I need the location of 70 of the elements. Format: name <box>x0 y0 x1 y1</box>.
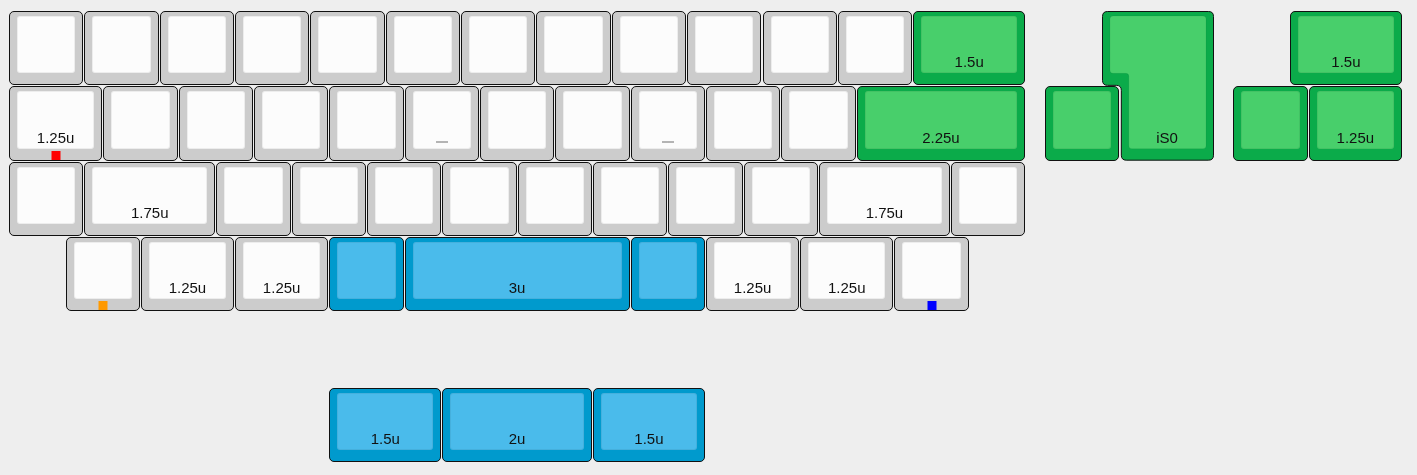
keycap-label: 2.25u <box>922 128 960 146</box>
keycap <box>687 11 762 86</box>
keycap <box>9 161 84 237</box>
keycap <box>743 161 818 237</box>
keycap <box>235 11 310 86</box>
keycap <box>819 161 950 237</box>
keycap-label: 2u <box>508 430 526 448</box>
keycap <box>555 86 630 161</box>
keycap <box>837 11 913 86</box>
keycap-label: 1.25u <box>168 279 207 297</box>
keycap <box>65 237 140 312</box>
keycap <box>159 11 235 86</box>
keycap <box>9 86 103 161</box>
keycap <box>950 161 1026 237</box>
keycap <box>291 161 366 237</box>
keycap <box>536 11 611 86</box>
keycap <box>329 86 404 161</box>
keycap <box>442 161 517 237</box>
keycap-label: 1.25u <box>1336 128 1375 146</box>
keycap <box>800 237 894 312</box>
keycap <box>366 161 442 237</box>
keycap-label: 1.5u <box>634 430 664 448</box>
keycap <box>630 237 705 312</box>
keycap <box>385 11 461 86</box>
keycap <box>706 86 781 161</box>
keycap <box>9 11 84 86</box>
keycap-label: iS0 <box>1156 128 1178 146</box>
keycap <box>404 86 479 161</box>
keycap <box>1045 86 1120 161</box>
keycap-label: 1.25u <box>36 128 75 146</box>
keycap <box>140 237 235 312</box>
keycap <box>84 11 159 86</box>
keycap <box>442 387 592 463</box>
keycap <box>178 86 253 161</box>
keycap-label: 1.75u <box>131 204 169 222</box>
keycap-label: 1.25u <box>828 279 866 297</box>
keycap <box>1233 86 1308 161</box>
keycap <box>216 161 291 237</box>
keycap-label: 1.25u <box>262 279 301 297</box>
keycap <box>630 86 705 161</box>
keycap <box>461 11 536 86</box>
keycap <box>253 86 329 161</box>
keycap-label: 3u <box>508 279 526 297</box>
keycap-label: 1.5u <box>370 430 400 448</box>
keycap <box>913 11 1026 86</box>
keycap-label: 1.25u <box>733 279 772 297</box>
keycap <box>611 11 687 86</box>
keycap <box>781 86 856 161</box>
keycap <box>235 237 329 312</box>
keycap <box>329 387 442 463</box>
keycap <box>762 11 837 86</box>
keycap <box>592 387 705 463</box>
l-shaped-keycap <box>1101 11 1214 161</box>
keycap <box>329 237 404 312</box>
keycap <box>517 161 592 237</box>
keycap <box>404 237 630 312</box>
keycap-label: 1.5u <box>954 53 984 71</box>
keycap <box>1289 11 1402 86</box>
keycap <box>84 161 216 237</box>
keycap <box>706 237 800 312</box>
keycap <box>856 86 1026 161</box>
keycap <box>479 86 555 161</box>
keycap <box>668 161 743 237</box>
keycap-label: 1.75u <box>865 204 904 222</box>
keycap <box>1308 86 1402 161</box>
keycap <box>592 161 668 237</box>
keycap-label: 1.5u <box>1331 53 1361 71</box>
keycap <box>310 11 385 86</box>
keycap <box>103 86 178 161</box>
keycap <box>894 237 969 312</box>
